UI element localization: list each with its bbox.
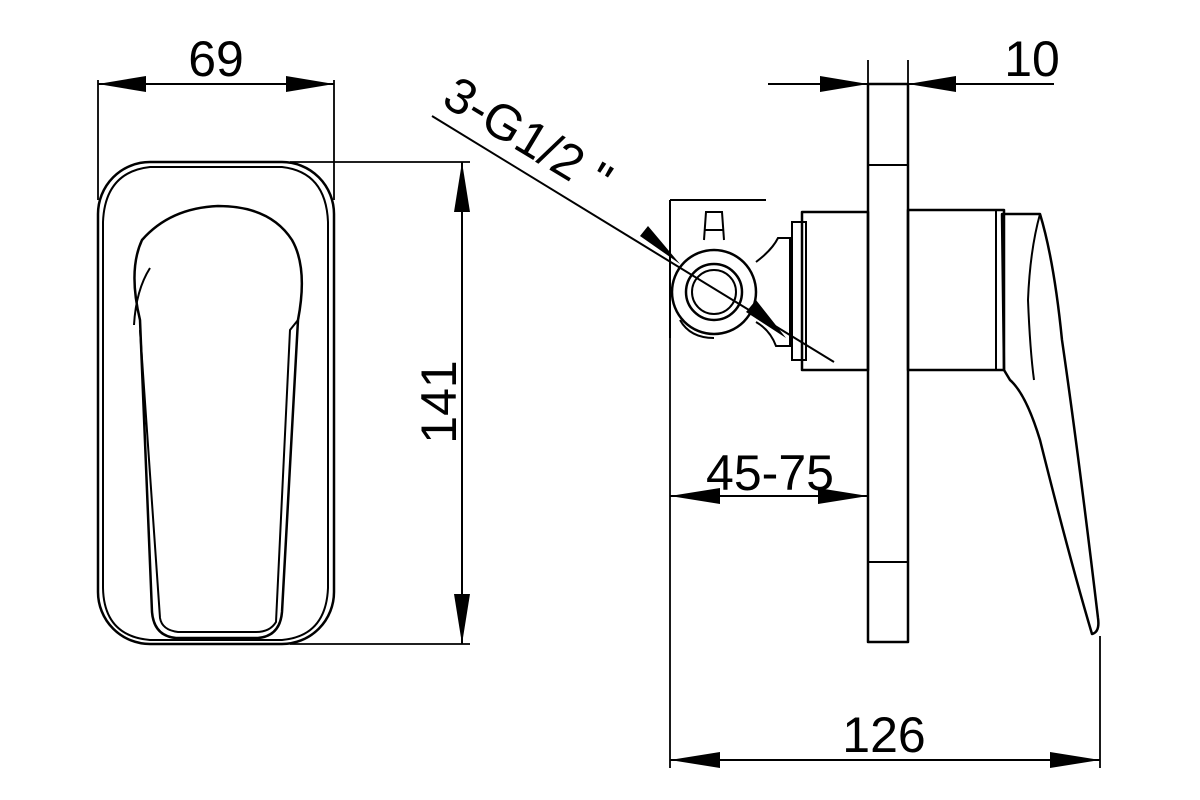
side-view xyxy=(669,82,1100,644)
front-plate-outline xyxy=(96,160,336,646)
dim-front-width-label: 69 xyxy=(188,31,244,87)
front-view xyxy=(96,160,336,646)
handle-inner-contour xyxy=(133,267,299,633)
dim-front-height: 141 xyxy=(290,161,470,645)
dim-front-width: 69 xyxy=(97,31,335,200)
side-lever xyxy=(1000,212,1100,636)
handle-lever xyxy=(133,204,304,640)
dim-wall-depth-label: 45-75 xyxy=(706,445,834,501)
dim-plate-thickness-label: 10 xyxy=(1004,31,1060,87)
dim-total-depth: 126 xyxy=(669,338,1101,768)
cover-plate xyxy=(866,82,910,644)
valve-cylinder xyxy=(800,210,870,372)
front-plate-bevel xyxy=(102,166,329,641)
thread-callout: 3-G1/2 " xyxy=(431,65,835,363)
dim-front-height-label: 141 xyxy=(411,360,467,443)
valve-body-outline xyxy=(669,199,766,338)
dim-total-depth-label: 126 xyxy=(842,707,925,763)
valve-collar xyxy=(906,208,1006,372)
dim-plate-thickness: 10 xyxy=(768,31,1060,92)
inlet-port xyxy=(670,211,791,347)
dim-wall-depth: 45-75 xyxy=(670,445,868,504)
